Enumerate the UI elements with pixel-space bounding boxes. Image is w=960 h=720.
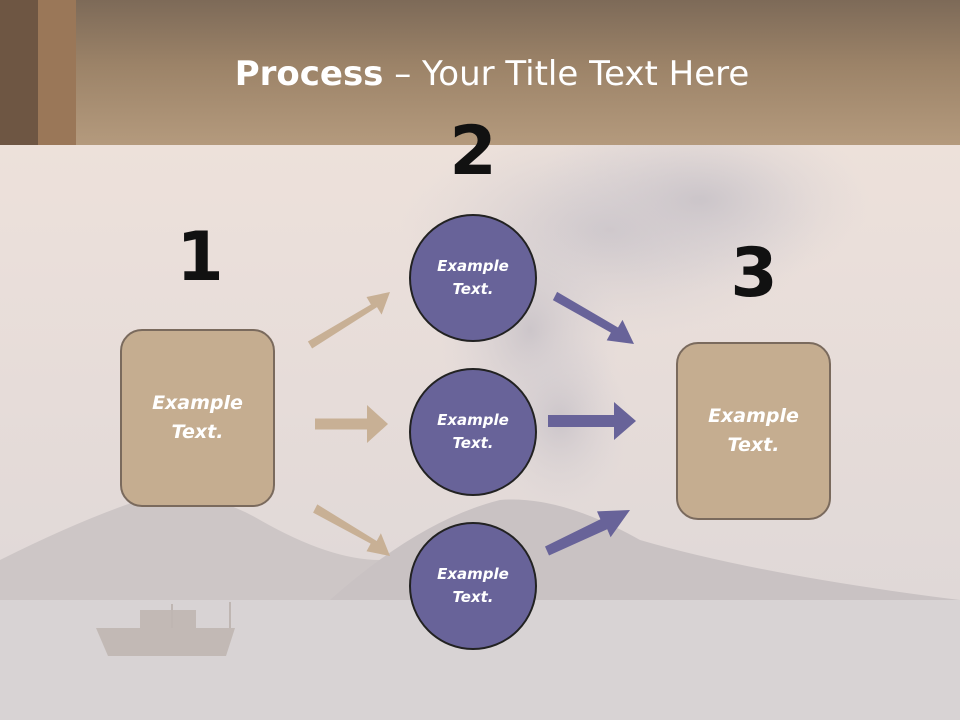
process-circle-text: Example Text. [437, 565, 509, 606]
step-number-2: 2 [449, 112, 497, 191]
process-circle-text: Example Text. [437, 257, 509, 298]
process-circle-text: Example Text. [437, 411, 509, 452]
right-step-box-text: Example Text. [708, 405, 799, 456]
step-number-3: 3 [730, 234, 778, 313]
slide-title: Process – Your Title Text Here [0, 52, 960, 96]
process-circle-middle: Example Text. [409, 368, 537, 496]
left-step-box-text: Example Text. [152, 392, 243, 443]
header-accent-stripe [38, 0, 76, 145]
slide-title-rest: – Your Title Text Here [383, 54, 750, 94]
step-number-1: 1 [176, 218, 224, 297]
process-circle-bottom: Example Text. [409, 522, 537, 650]
header-bar [0, 0, 960, 145]
left-step-box: Example Text. [120, 329, 275, 507]
slide-title-bold: Process [234, 54, 384, 94]
process-circle-top: Example Text. [409, 214, 537, 342]
header-accent-stripe [0, 0, 38, 145]
right-step-box: Example Text. [676, 342, 831, 520]
